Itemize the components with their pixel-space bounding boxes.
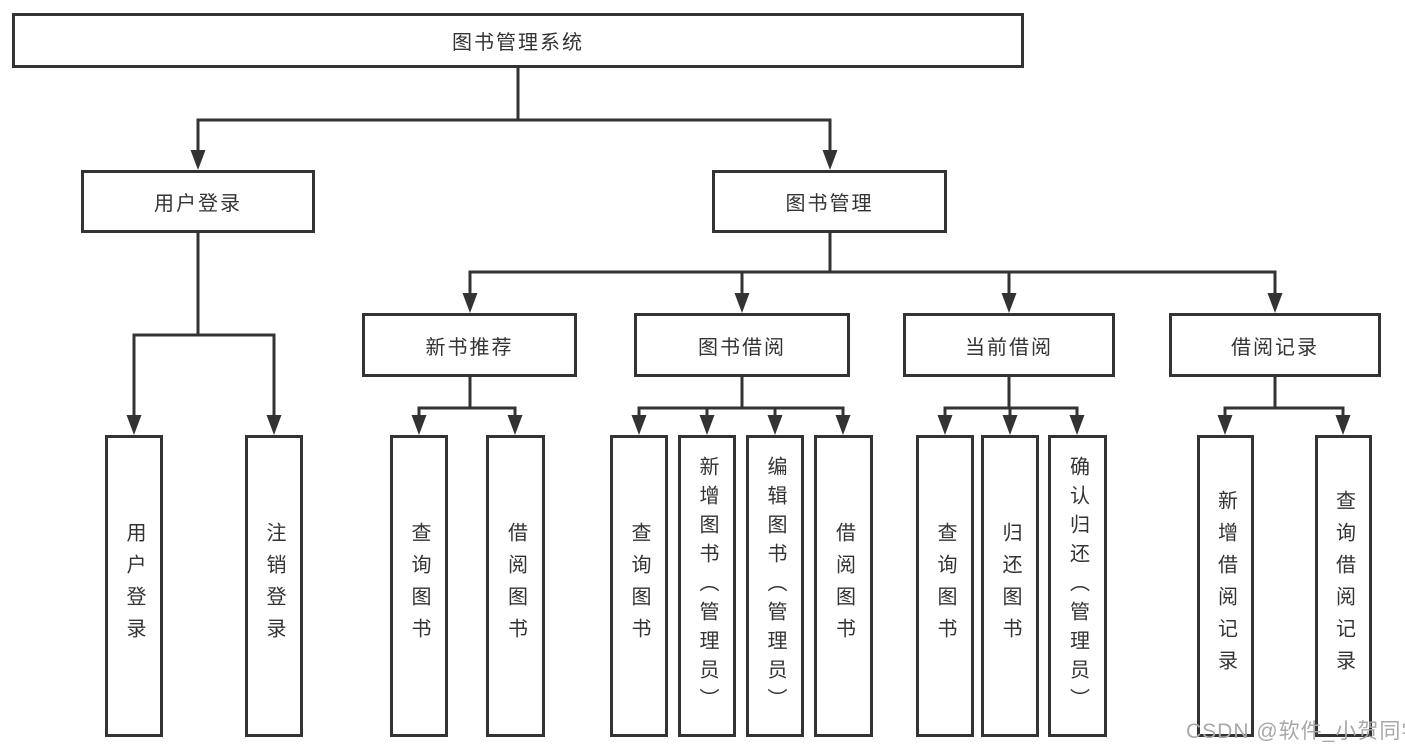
node-current-borrow-label: 当前借阅: [965, 336, 1053, 359]
leaf-user-login: 用户登录: [105, 435, 163, 737]
leaf-confirm-return-admin: 确认归还（管理员）: [1048, 435, 1107, 737]
leaf-logout-label: 注销登录: [263, 522, 285, 650]
leaf-return-books-label: 归还图书: [999, 522, 1021, 650]
leaf-borrow-books-recommend: 借阅图书: [486, 435, 545, 737]
leaf-return-books: 归还图书: [981, 435, 1039, 737]
node-current-borrow: 当前借阅: [903, 313, 1115, 377]
node-new-book-recommend-label: 新书推荐: [425, 336, 514, 359]
leaf-query-books-borrow: 查询图书: [610, 435, 668, 737]
leaf-confirm-return-admin-label: 确认归还（管理员）: [1066, 455, 1089, 717]
leaf-query-borrow-record: 查询借阅记录: [1315, 435, 1372, 737]
leaf-borrow-books-label: 借阅图书: [832, 522, 855, 650]
node-book-borrow: 图书借阅: [634, 313, 850, 377]
leaf-edit-book-admin: 编辑图书（管理员）: [746, 435, 804, 737]
node-book-borrow-label: 图书借阅: [698, 336, 786, 359]
leaf-query-borrow-record-label: 查询借阅记录: [1332, 490, 1355, 682]
leaf-add-book-admin-label: 新增图书（管理员）: [696, 455, 718, 717]
node-borrow-records-label: 借阅记录: [1231, 336, 1319, 359]
leaf-borrow-books: 借阅图书: [814, 435, 873, 737]
csdn-watermark: CSDN @软件_小贺同学: [1186, 720, 1405, 743]
leaf-edit-book-admin-label: 编辑图书（管理员）: [764, 455, 786, 717]
node-new-book-recommend: 新书推荐: [362, 313, 577, 377]
leaf-add-book-admin: 新增图书（管理员）: [678, 435, 736, 737]
leaf-logout: 注销登录: [245, 435, 303, 737]
node-book-management: 图书管理: [712, 170, 947, 233]
node-borrow-records: 借阅记录: [1169, 313, 1381, 377]
leaf-user-login-label: 用户登录: [123, 522, 145, 650]
leaf-query-books-current: 查询图书: [916, 435, 974, 737]
node-root: 图书管理系统: [12, 13, 1024, 68]
leaf-query-books-current-label: 查询图书: [934, 522, 956, 650]
leaf-borrow-books-recommend-label: 借阅图书: [504, 522, 527, 650]
leaf-query-books-recommend-label: 查询图书: [408, 522, 430, 650]
node-user-login-label: 用户登录: [154, 193, 242, 215]
leaf-query-books-borrow-label: 查询图书: [628, 522, 650, 650]
node-book-management-label: 图书管理: [785, 193, 874, 215]
leaf-add-borrow-record-label: 新增借阅记录: [1214, 490, 1237, 682]
leaf-query-books-recommend: 查询图书: [390, 435, 448, 737]
node-root-label: 图书管理系统: [452, 32, 584, 54]
node-user-login: 用户登录: [81, 170, 315, 233]
leaf-add-borrow-record: 新增借阅记录: [1197, 435, 1254, 737]
